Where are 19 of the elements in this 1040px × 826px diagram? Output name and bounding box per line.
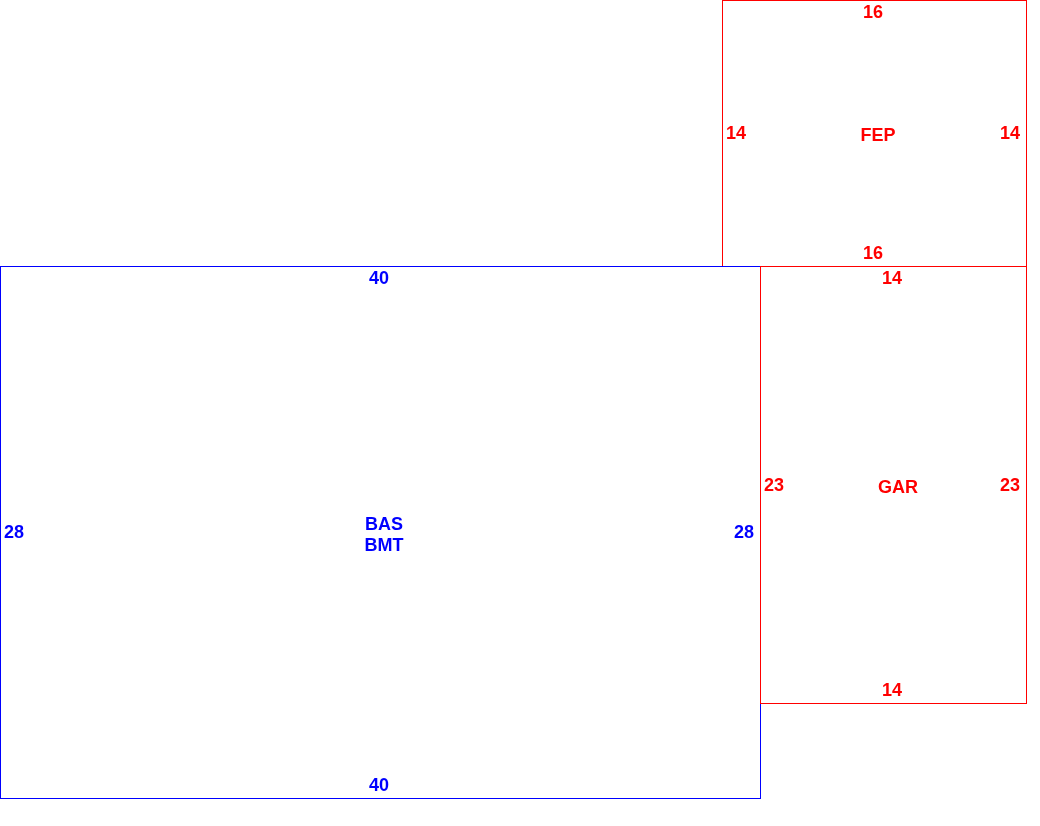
dimension-label: 14 xyxy=(726,122,746,144)
dimension-label: 16 xyxy=(863,1,883,23)
room-label: BMT xyxy=(364,534,404,555)
room-outline xyxy=(760,266,1027,704)
room-outline xyxy=(0,266,761,799)
dimension-label: 23 xyxy=(1000,474,1020,496)
dimension-label: 40 xyxy=(369,267,389,289)
dimension-label: 23 xyxy=(764,474,784,496)
room-outline xyxy=(722,0,1027,267)
dimension-label: 28 xyxy=(4,521,24,543)
dimension-label: 14 xyxy=(882,679,902,701)
room-label: FEP xyxy=(860,124,896,146)
room-label: BAS xyxy=(365,513,403,534)
dimension-label: 40 xyxy=(369,774,389,796)
dimension-label: 28 xyxy=(734,521,754,543)
dimension-label: 14 xyxy=(882,267,902,289)
dimension-label: 16 xyxy=(863,242,883,264)
room-label: GAR xyxy=(878,476,918,498)
dimension-label: 14 xyxy=(1000,122,1020,144)
